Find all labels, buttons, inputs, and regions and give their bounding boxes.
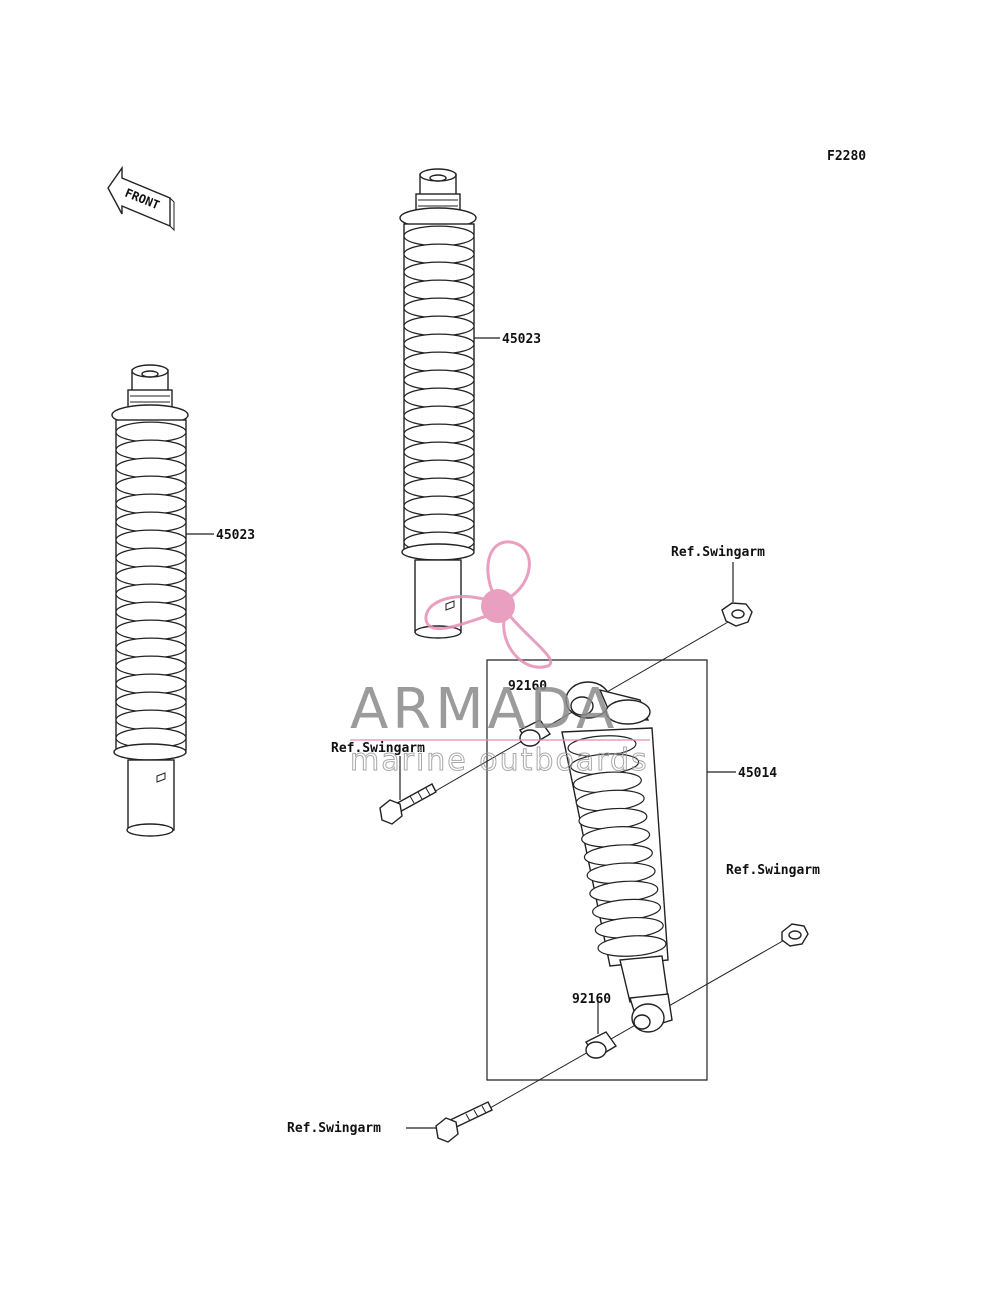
spring-coil bbox=[115, 529, 187, 551]
part-number-collar-lower: 92160 bbox=[572, 992, 611, 1007]
spring-coil bbox=[403, 225, 475, 247]
watermark-title: ARMADA bbox=[350, 677, 618, 742]
spring-coil bbox=[403, 279, 475, 301]
spring-coil bbox=[403, 243, 475, 265]
part-number-shock-top: 45023 bbox=[502, 332, 541, 347]
part-number-collar-upper: 92160 bbox=[508, 679, 547, 694]
front-arrow-icon: FRONT bbox=[107, 165, 175, 232]
spring-coil bbox=[115, 637, 187, 659]
shock-left bbox=[111, 364, 189, 837]
collar-lower bbox=[584, 1031, 618, 1059]
upper-nut bbox=[721, 602, 753, 627]
spring-coil bbox=[403, 387, 475, 409]
spring-coil bbox=[403, 297, 475, 319]
spring-coil bbox=[403, 477, 475, 499]
ref-lower-nut: Ref.Swingarm bbox=[726, 863, 820, 878]
diagram-code: F2280 bbox=[827, 149, 866, 164]
armada-logo: ARMADA marine outboards bbox=[350, 540, 650, 779]
spring-coil bbox=[115, 691, 187, 713]
spring-coil bbox=[115, 565, 187, 587]
lower-nut bbox=[781, 923, 809, 947]
spring-coil bbox=[403, 495, 475, 517]
spring-coil bbox=[403, 423, 475, 445]
ref-upper-nut: Ref.Swingarm bbox=[671, 545, 765, 560]
lower-bolt bbox=[435, 1101, 493, 1143]
ref-lower-bolt: Ref.Swingarm bbox=[287, 1121, 381, 1136]
spring-coil bbox=[403, 369, 475, 391]
spring-coil bbox=[403, 333, 475, 355]
ref-upper-bolt: Ref.Swingarm bbox=[331, 741, 425, 756]
propeller-logo-icon bbox=[424, 540, 553, 669]
spring-coils-assembly bbox=[567, 735, 667, 957]
spring-coil bbox=[597, 935, 667, 957]
spring-coil bbox=[115, 709, 187, 731]
part-number-shock-assembly: 45014 bbox=[738, 766, 777, 781]
upper-bolt bbox=[379, 783, 437, 825]
spring-coil bbox=[403, 351, 475, 373]
spring-coils-left bbox=[115, 421, 187, 749]
shock-top bbox=[399, 168, 477, 639]
part-number-shock-left: 45023 bbox=[216, 528, 255, 543]
shock-assembly bbox=[561, 681, 673, 1033]
assembly-bracket bbox=[486, 659, 708, 1081]
spring-coil bbox=[115, 439, 187, 461]
spring-coil bbox=[403, 405, 475, 427]
spring-coil bbox=[115, 619, 187, 641]
spring-coil bbox=[115, 583, 187, 605]
spring-coil bbox=[115, 457, 187, 479]
spring-coil bbox=[403, 261, 475, 283]
spring-coil bbox=[115, 601, 187, 623]
spring-coil bbox=[115, 475, 187, 497]
spring-coil bbox=[115, 493, 187, 515]
spring-coil bbox=[115, 673, 187, 695]
spring-coil bbox=[115, 655, 187, 677]
watermark-subtitle: marine outboards bbox=[350, 743, 649, 778]
spring-coil bbox=[403, 441, 475, 463]
spring-coil bbox=[403, 315, 475, 337]
spring-coil bbox=[115, 421, 187, 443]
spring-coil bbox=[115, 547, 187, 569]
spring-coil bbox=[403, 459, 475, 481]
spring-coil bbox=[403, 513, 475, 535]
spring-coil bbox=[115, 511, 187, 533]
